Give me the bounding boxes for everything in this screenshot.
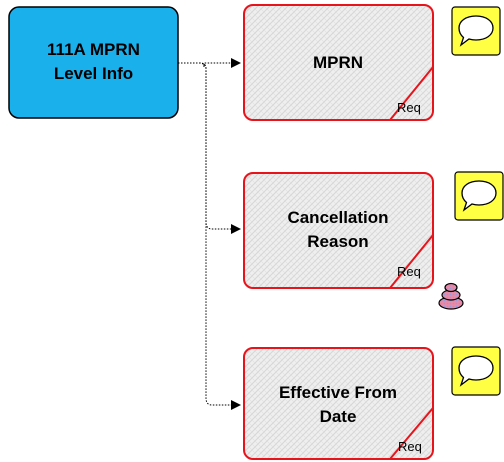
connector-to-effective-from-date: [178, 62, 241, 410]
child-node-label: MPRN: [313, 53, 363, 72]
speech-bubble-icon[interactable]: [451, 6, 501, 56]
child-node-label-line2: Date: [320, 407, 357, 426]
speech-bubble-icon[interactable]: [451, 346, 501, 396]
connectors: [178, 58, 241, 410]
child-node-effective-from-date[interactable]: Effective From Date Req: [243, 347, 434, 460]
source-node-title-line2: Level Info: [54, 64, 133, 83]
connector-to-cancellation-reason: [178, 62, 241, 234]
stacked-discs-icon[interactable]: [438, 282, 464, 310]
req-label: Req: [397, 264, 421, 279]
source-node-title-line1: 111A MPRN: [47, 40, 140, 59]
child-node-label-line1: Effective From: [279, 383, 397, 402]
child-node-label-line1: Cancellation: [287, 208, 388, 227]
child-node-label-line2: Reason: [307, 232, 368, 251]
req-label: Req: [398, 439, 422, 454]
source-node[interactable]: 111A MPRN Level Info: [8, 6, 179, 119]
req-label: Req: [397, 100, 421, 115]
child-node-cancellation-reason[interactable]: Cancellation Reason Req: [243, 172, 434, 289]
child-node-mprn[interactable]: MPRN Req: [243, 4, 434, 121]
connector-to-mprn: [178, 58, 241, 68]
speech-bubble-icon[interactable]: [454, 171, 504, 221]
